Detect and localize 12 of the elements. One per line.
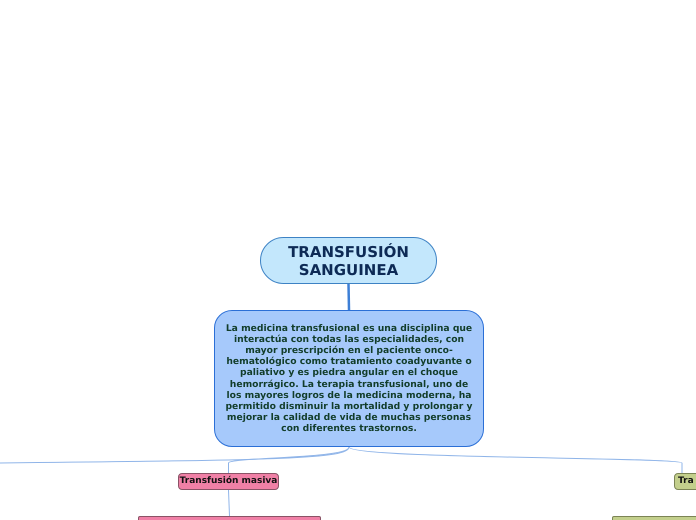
node-text: La medicina transfusional es una disciplina que interactúa con todas las especialidades, con mayor prescripción en el paciente onco-hematológico como tratamiento coadyuvante o paliativo y es piedra angular en el choque hemorrágico. La terapia transfusional, uno de los mayores logros de la medicina moderna, ha permitido disminuir la mortalidad y prolongar y mejorar la calidad de vida de muchas personas con diferentes trastornos. [224, 323, 474, 434]
title-box [260, 237, 437, 284]
description-box [214, 310, 484, 447]
connector-line [347, 284, 350, 310]
topic-box [178, 473, 279, 490]
connector-line [228, 446, 350, 474]
node-text: Tra [678, 476, 694, 487]
title-text: TRANSFUSIÓN SANGUINEA [287, 242, 410, 278]
topic-box [674, 473, 696, 490]
node-text: Transfusión masiva [180, 476, 278, 487]
connector-line [228, 490, 230, 516]
connector-line [0, 446, 350, 464]
